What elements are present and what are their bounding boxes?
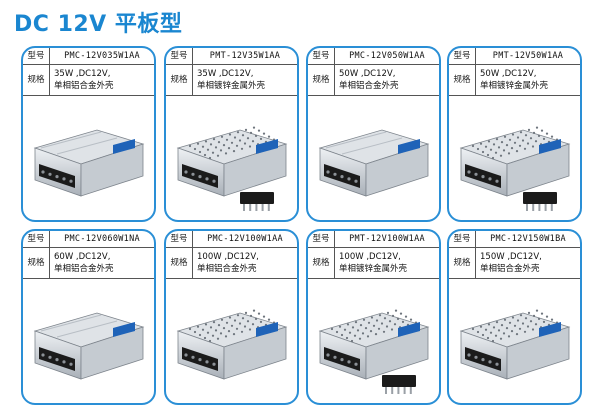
spec-power-voltage: 60W ,DC12V, [54, 252, 111, 262]
spec-label: 规格 [166, 248, 193, 279]
product-grid: 型号 PMC-12V035W1AA 规格 35W ,DC12V, 单相铝合金外壳… [21, 46, 583, 405]
product-card[interactable]: 型号 PMC-12V150W1BA 规格 150W ,DC12V, 单相铝合金外… [447, 229, 582, 405]
spec-label: 规格 [308, 65, 335, 96]
model-label: 型号 [166, 48, 193, 65]
power-supply-illustration [318, 129, 430, 197]
spec-row: 规格 50W ,DC12V, 单相铝合金外壳 [308, 65, 439, 96]
spec-housing: 单相铝合金外壳 [480, 264, 540, 274]
spec-housing: 单相铝合金外壳 [54, 81, 114, 91]
product-card[interactable]: 型号 PMC-12V035W1AA 规格 35W ,DC12V, 单相铝合金外壳 [21, 46, 156, 222]
product-card[interactable]: 型号 PMT-12V35W1AA 规格 35W ,DC12V, 单相镀锌金属外壳 [164, 46, 299, 222]
spec-row: 规格 60W ,DC12V, 单相铝合金外壳 [23, 248, 154, 279]
model-row: 型号 PMC-12V060W1NA [23, 231, 154, 248]
page-title: DC 12V 平板型 [14, 12, 183, 37]
product-photo [170, 100, 293, 216]
spec-text: 35W ,DC12V, 单相铝合金外壳 [54, 68, 152, 92]
product-photo [453, 283, 576, 399]
model-label: 型号 [449, 231, 476, 248]
spec-power-voltage: 50W ,DC12V, [339, 69, 396, 79]
product-photo [27, 283, 150, 399]
spec-text: 35W ,DC12V, 单相镀锌金属外壳 [197, 68, 295, 92]
model-row: 型号 PMT-12V35W1AA [166, 48, 297, 65]
model-row: 型号 PMT-12V100W1AA [308, 231, 439, 248]
spec-label: 规格 [23, 65, 50, 96]
model-row: 型号 PMT-12V50W1AA [449, 48, 580, 65]
product-card[interactable]: 型号 PMT-12V50W1AA 规格 50W ,DC12V, 单相镀锌金属外壳 [447, 46, 582, 222]
model-number: PMC-12V035W1AA [64, 51, 140, 61]
spec-housing: 单相铝合金外壳 [54, 264, 114, 274]
power-supply-illustration [33, 129, 145, 197]
spec-housing: 单相镀锌金属外壳 [339, 264, 408, 274]
spec-text: 100W ,DC12V, 单相铝合金外壳 [197, 251, 295, 275]
power-supply-illustration [459, 309, 571, 380]
product-card[interactable]: 型号 PMC-12V050W1AA 规格 50W ,DC12V, 单相铝合金外壳 [306, 46, 441, 222]
model-label: 型号 [166, 231, 193, 248]
spec-label: 规格 [166, 65, 193, 96]
spec-housing: 单相镀锌金属外壳 [480, 81, 549, 91]
spec-row: 规格 35W ,DC12V, 单相镀锌金属外壳 [166, 65, 297, 96]
spec-row: 规格 150W ,DC12V, 单相铝合金外壳 [449, 248, 580, 279]
product-card[interactable]: 型号 PMC-12V100W1AA 规格 100W ,DC12V, 单相铝合金外… [164, 229, 299, 405]
model-number: PMT-12V100W1AA [349, 234, 425, 244]
spec-text: 50W ,DC12V, 单相铝合金外壳 [339, 68, 437, 92]
spec-text: 50W ,DC12V, 单相镀锌金属外壳 [480, 68, 578, 92]
spec-label: 规格 [308, 248, 335, 279]
spec-housing: 单相铝合金外壳 [339, 81, 399, 91]
spec-power-voltage: 50W ,DC12V, [480, 69, 537, 79]
model-number: PMC-12V050W1AA [349, 51, 425, 61]
spec-power-voltage: 100W ,DC12V, [197, 252, 259, 262]
model-number: PMT-12V35W1AA [209, 51, 281, 61]
spec-housing: 单相铝合金外壳 [197, 264, 257, 274]
spec-row: 规格 100W ,DC12V, 单相铝合金外壳 [166, 248, 297, 279]
spec-housing: 单相镀锌金属外壳 [197, 81, 266, 91]
spec-power-voltage: 35W ,DC12V, [54, 69, 111, 79]
spec-text: 60W ,DC12V, 单相铝合金外壳 [54, 251, 152, 275]
spec-power-voltage: 35W ,DC12V, [197, 69, 254, 79]
model-row: 型号 PMC-12V150W1BA [449, 231, 580, 248]
spec-label: 规格 [449, 65, 476, 96]
model-number: PMC-12V060W1NA [64, 234, 140, 244]
model-label: 型号 [449, 48, 476, 65]
spec-text: 100W ,DC12V, 单相镀锌金属外壳 [339, 251, 437, 275]
power-supply-illustration [176, 126, 288, 211]
spec-label: 规格 [449, 248, 476, 279]
power-supply-illustration [176, 309, 288, 380]
model-label: 型号 [308, 48, 335, 65]
product-photo [312, 100, 435, 216]
power-supply-illustration [33, 312, 145, 380]
model-number: PMC-12V100W1AA [207, 234, 283, 244]
spec-power-voltage: 100W ,DC12V, [339, 252, 401, 262]
spec-power-voltage: 150W ,DC12V, [480, 252, 542, 262]
model-number: PMT-12V50W1AA [492, 51, 564, 61]
product-photo [170, 283, 293, 399]
product-photo [27, 100, 150, 216]
model-number: PMC-12V150W1BA [490, 234, 566, 244]
model-row: 型号 PMC-12V050W1AA [308, 48, 439, 65]
model-label: 型号 [308, 231, 335, 248]
model-row: 型号 PMC-12V100W1AA [166, 231, 297, 248]
spec-row: 规格 100W ,DC12V, 单相镀锌金属外壳 [308, 248, 439, 279]
spec-label: 规格 [23, 248, 50, 279]
power-supply-illustration [318, 309, 430, 394]
model-label: 型号 [23, 48, 50, 65]
model-row: 型号 PMC-12V035W1AA [23, 48, 154, 65]
product-photo [453, 100, 576, 216]
spec-row: 规格 50W ,DC12V, 单相镀锌金属外壳 [449, 65, 580, 96]
model-label: 型号 [23, 231, 50, 248]
product-photo [312, 283, 435, 399]
spec-row: 规格 35W ,DC12V, 单相铝合金外壳 [23, 65, 154, 96]
spec-text: 150W ,DC12V, 单相铝合金外壳 [480, 251, 578, 275]
power-supply-illustration [459, 126, 571, 211]
product-card[interactable]: 型号 PMT-12V100W1AA 规格 100W ,DC12V, 单相镀锌金属… [306, 229, 441, 405]
product-card[interactable]: 型号 PMC-12V060W1NA 规格 60W ,DC12V, 单相铝合金外壳 [21, 229, 156, 405]
